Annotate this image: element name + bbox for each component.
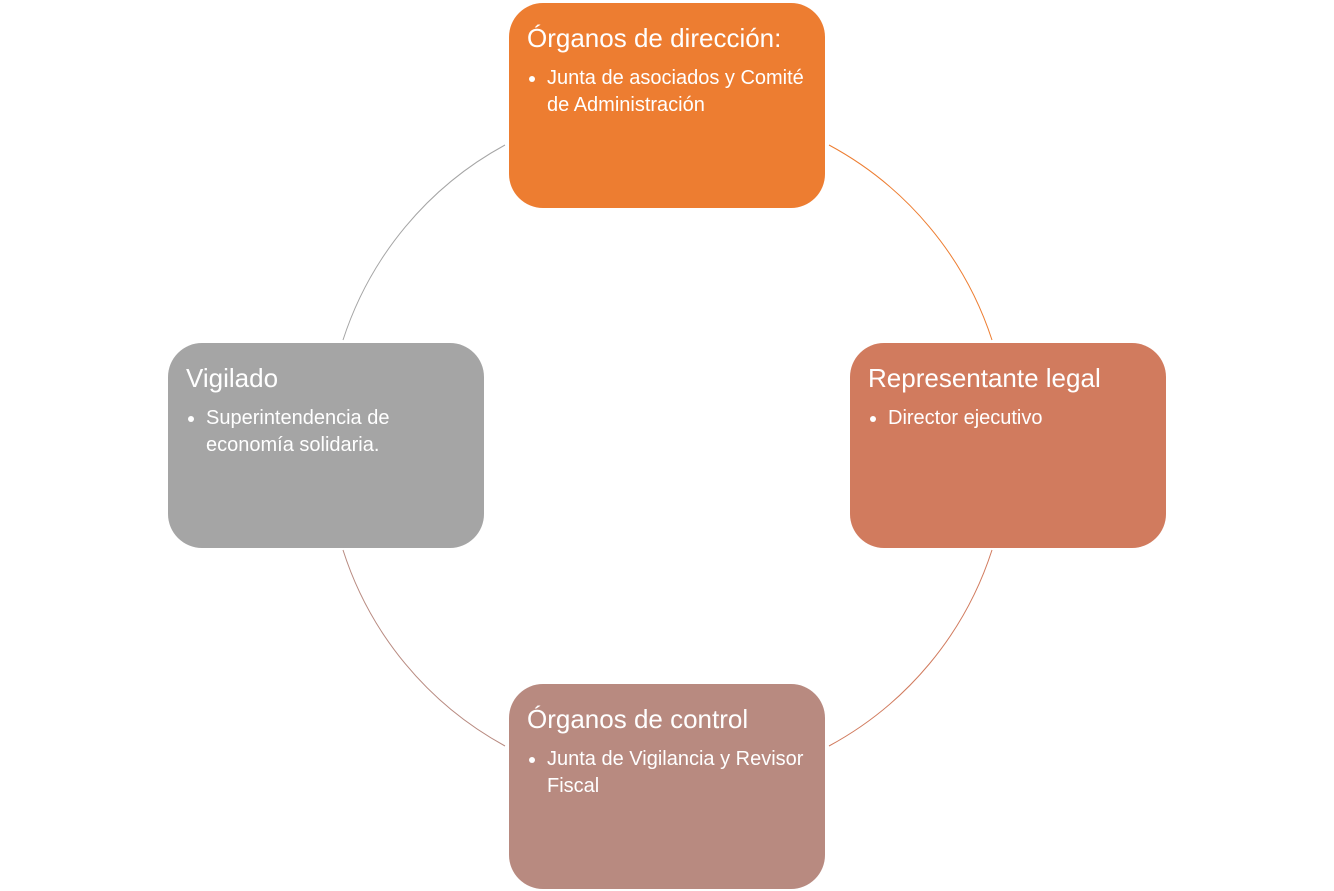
node-representante-legal: Representante legal Director ejecutivo	[850, 343, 1166, 548]
node-title: Representante legal	[868, 363, 1101, 393]
node-item: Director ejecutivo	[888, 405, 1148, 432]
node-organos-control: Órganos de control Junta de Vigilancia y…	[509, 684, 825, 889]
node-organos-direccion: Órganos de dirección: Junta de asociados…	[509, 3, 825, 208]
arc-representante-to-control	[828, 549, 993, 747]
arc-control-to-vigilado	[342, 549, 506, 747]
node-item: Junta de Vigilancia y Revisor Fiscal	[547, 746, 807, 800]
node-vigilado: Vigilado Superintendencia de economía so…	[168, 343, 484, 548]
node-title: Vigilado	[186, 363, 279, 393]
node-item: Junta de asociados y Comité de Administr…	[547, 65, 807, 119]
node-title: Órganos de dirección:	[527, 23, 782, 53]
arc-direccion-to-representante	[828, 144, 993, 341]
node-title: Órganos de control	[527, 704, 749, 734]
node-item: Superintendencia de economía solidaria.	[206, 405, 466, 459]
arc-vigilado-to-direccion	[342, 144, 506, 341]
